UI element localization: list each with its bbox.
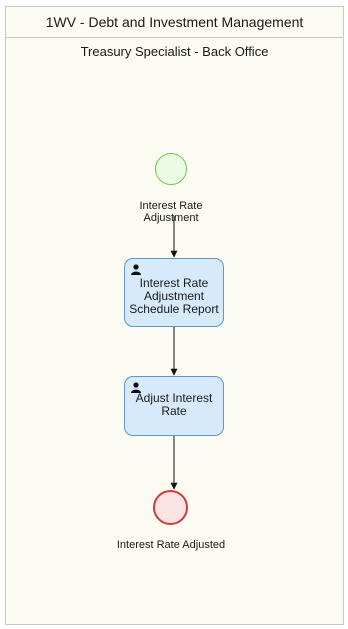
pool-title: 1WV - Debt and Investment Management [6, 7, 343, 38]
end-event-label: Interest Rate Adjusted [116, 539, 226, 551]
end-event[interactable] [153, 490, 188, 525]
user-icon [131, 264, 141, 275]
task-adjust-interest-rate[interactable]: Adjust Interest Rate [124, 376, 224, 436]
lane-title: Treasury Specialist - Back Office [80, 43, 269, 59]
task-label: Interest Rate Adjustment Schedule Report [129, 276, 219, 316]
user-icon [131, 382, 141, 393]
start-event-label: Interest Rate Adjustment [139, 200, 203, 224]
start-event[interactable] [155, 153, 187, 185]
task-interest-rate-adjustment-schedule-report[interactable]: Interest Rate Adjustment Schedule Report [124, 258, 224, 327]
task-label: Adjust Interest Rate [135, 391, 213, 418]
